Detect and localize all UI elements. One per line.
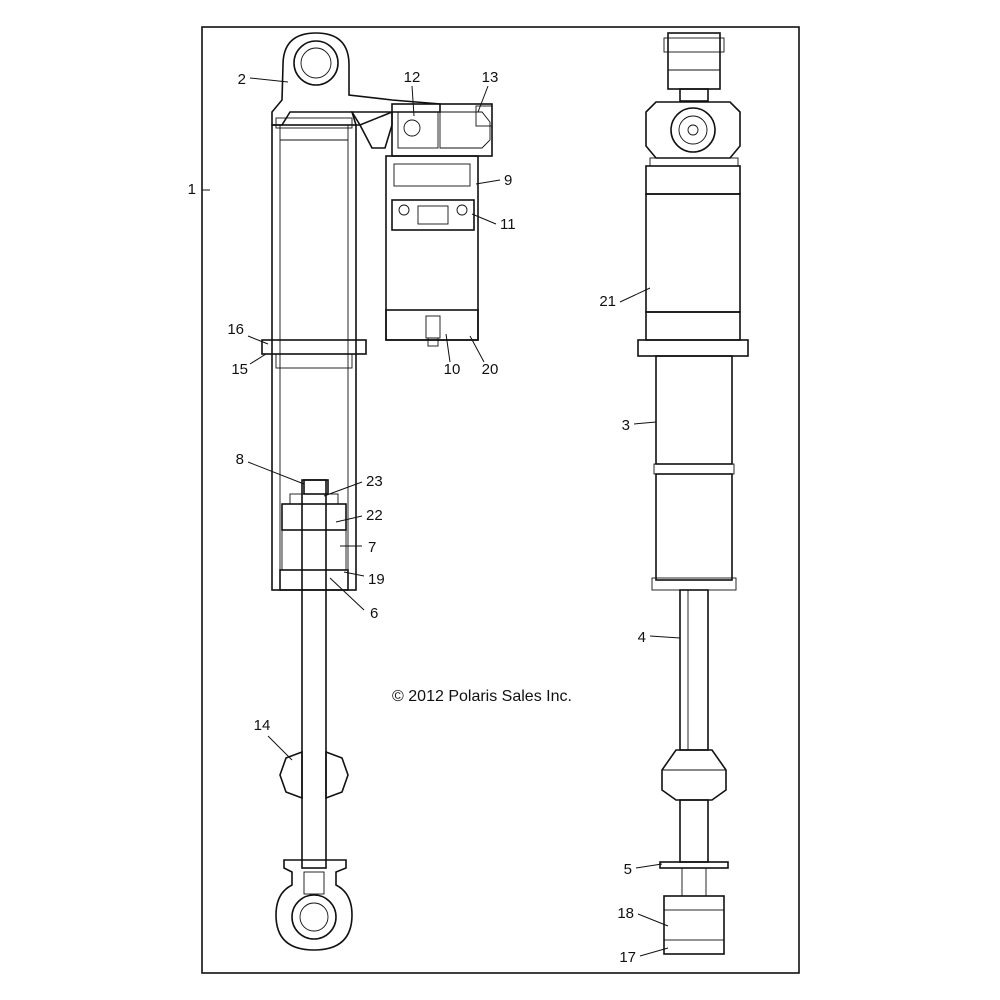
shaft-exterior xyxy=(679,589,709,751)
body-cap xyxy=(645,165,741,195)
callout-2: 2 xyxy=(238,71,246,88)
piston-washers xyxy=(289,493,339,505)
diagram-frame xyxy=(201,26,800,974)
callout-3: 3 xyxy=(622,417,630,434)
callout-11: 11 xyxy=(500,216,516,233)
callout-labels: 1 2 12 13 9 11 16 15 10 20 8 23 22 7 19 … xyxy=(188,69,646,966)
callout-12: 12 xyxy=(404,69,421,86)
callout-22: 22 xyxy=(366,507,383,524)
shock-section-view xyxy=(261,32,441,951)
callout-4: 4 xyxy=(638,629,646,646)
callout-15: 15 xyxy=(231,361,248,378)
callout-21: 21 xyxy=(599,293,616,310)
body-lower xyxy=(655,355,733,465)
body-tube-inner xyxy=(279,124,349,591)
piston-cap xyxy=(303,479,329,495)
washer xyxy=(659,861,729,869)
callout-8: 8 xyxy=(236,451,244,468)
callout-1: 1 xyxy=(188,181,196,198)
bump-stop-exterior xyxy=(661,749,727,801)
callout-20: 20 xyxy=(482,361,499,378)
shaft xyxy=(301,479,327,869)
bump-stop-right xyxy=(325,750,349,800)
callout-13: 13 xyxy=(482,69,499,86)
callout-6: 6 xyxy=(370,605,378,622)
lower-eyelet-bushing xyxy=(291,894,337,940)
callout-10: 10 xyxy=(444,361,461,378)
callout-18: 18 xyxy=(617,905,634,922)
callout-14: 14 xyxy=(254,717,271,734)
preload-collar xyxy=(637,339,749,357)
top-eye-side xyxy=(667,32,721,90)
callout-16: 16 xyxy=(227,321,244,338)
copyright-notice: © 2012 Polaris Sales Inc. xyxy=(392,688,572,705)
reservoir-tube xyxy=(385,155,479,341)
lower-eyelet xyxy=(275,859,353,951)
adjuster-dial-icon xyxy=(670,107,716,153)
callout-19: 19 xyxy=(368,571,385,588)
lower-eye-side xyxy=(663,895,725,955)
callout-9: 9 xyxy=(504,172,512,189)
top-eyelet-bushing xyxy=(293,40,339,86)
callout-17: 17 xyxy=(619,949,636,966)
schrader-valve xyxy=(427,337,439,347)
seal-head-right xyxy=(325,529,347,571)
callout-7: 7 xyxy=(368,539,376,556)
body-sleeve xyxy=(645,193,741,313)
compression-adjuster xyxy=(397,111,439,149)
piston xyxy=(281,503,347,531)
callout-5: 5 xyxy=(624,861,632,878)
reservoir-end-cap xyxy=(385,309,479,341)
top-eyelet xyxy=(271,32,441,126)
adjuster-knob xyxy=(439,111,491,149)
leader-lines xyxy=(202,77,681,957)
callout-23: 23 xyxy=(366,473,383,490)
preload-ring xyxy=(261,339,367,355)
adjuster-head xyxy=(645,101,741,159)
reservoir-bridge xyxy=(350,111,393,149)
reservoir-section xyxy=(385,103,493,347)
seal-head-left xyxy=(281,529,303,571)
shock-exterior-view xyxy=(637,32,749,955)
